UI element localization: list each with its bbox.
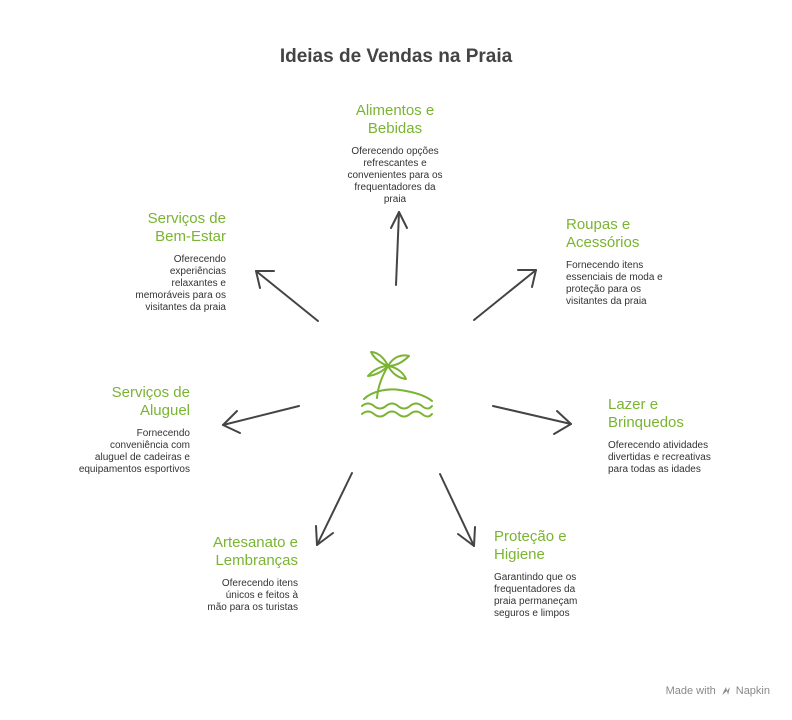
node-artesanato-title: Artesanato e Lembranças	[212, 534, 298, 569]
arrow-artesanato	[315, 472, 353, 546]
arrow-protecao	[439, 473, 476, 547]
node-lazer-desc: Oferecendo atividades divertidas e recre…	[608, 440, 711, 475]
made-with-label: Made with	[665, 685, 716, 697]
node-aluguel-desc: Fornecendo conveniência com aluguel de c…	[78, 428, 190, 475]
napkin-brand: Napkin	[735, 685, 770, 697]
node-roupas-title: Roupas e Acessórios	[566, 216, 640, 251]
arrow-bemestar	[255, 270, 319, 322]
node-roupas: Roupas e Acessórios Fornecendo itens ess…	[566, 216, 676, 308]
node-alimentos: Alimentos e Bebidas Oferecendo opções re…	[333, 102, 457, 206]
node-roupas-desc: Fornecendo itens essenciais de moda e pr…	[566, 260, 663, 307]
node-bemestar: Serviços de Bem-Estar Oferecendo experiê…	[126, 210, 226, 314]
node-alimentos-title: Alimentos e Bebidas	[355, 102, 435, 137]
node-aluguel-title: Serviços de Aluguel	[111, 384, 190, 419]
node-protecao-desc: Garantindo que os frequentadores da prai…	[494, 572, 578, 619]
node-lazer-title: Lazer e Brinquedos	[608, 396, 684, 431]
node-artesanato-desc: Oferecendo itens únicos e feitos à mão p…	[207, 578, 298, 613]
node-artesanato: Artesanato e Lembranças Oferecendo itens…	[192, 534, 298, 614]
node-alimentos-desc: Oferecendo opções refrescantes e conveni…	[347, 146, 443, 205]
napkin-logo-icon	[721, 687, 730, 695]
arrow-lazer	[492, 405, 572, 435]
palm-island-icon	[361, 351, 433, 418]
arrow-alimentos	[390, 211, 408, 286]
node-lazer: Lazer e Brinquedos Oferecendo atividades…	[608, 396, 720, 476]
node-bemestar-title: Serviços de Bem-Estar	[147, 210, 226, 245]
diagram-title: Ideias de Vendas na Praia	[279, 46, 513, 67]
node-protecao: Proteção e Higiene Garantindo que os fre…	[494, 528, 594, 620]
node-protecao-title: Proteção e Higiene	[494, 528, 567, 563]
node-bemestar-desc: Oferecendo experiências relaxantes e mem…	[135, 254, 226, 313]
node-aluguel: Serviços de Aluguel Fornecendo conveniên…	[76, 384, 190, 476]
made-with-napkin[interactable]: Made with Napkin	[666, 685, 770, 697]
arrow-aluguel	[222, 405, 300, 434]
arrow-roupas	[473, 269, 537, 321]
